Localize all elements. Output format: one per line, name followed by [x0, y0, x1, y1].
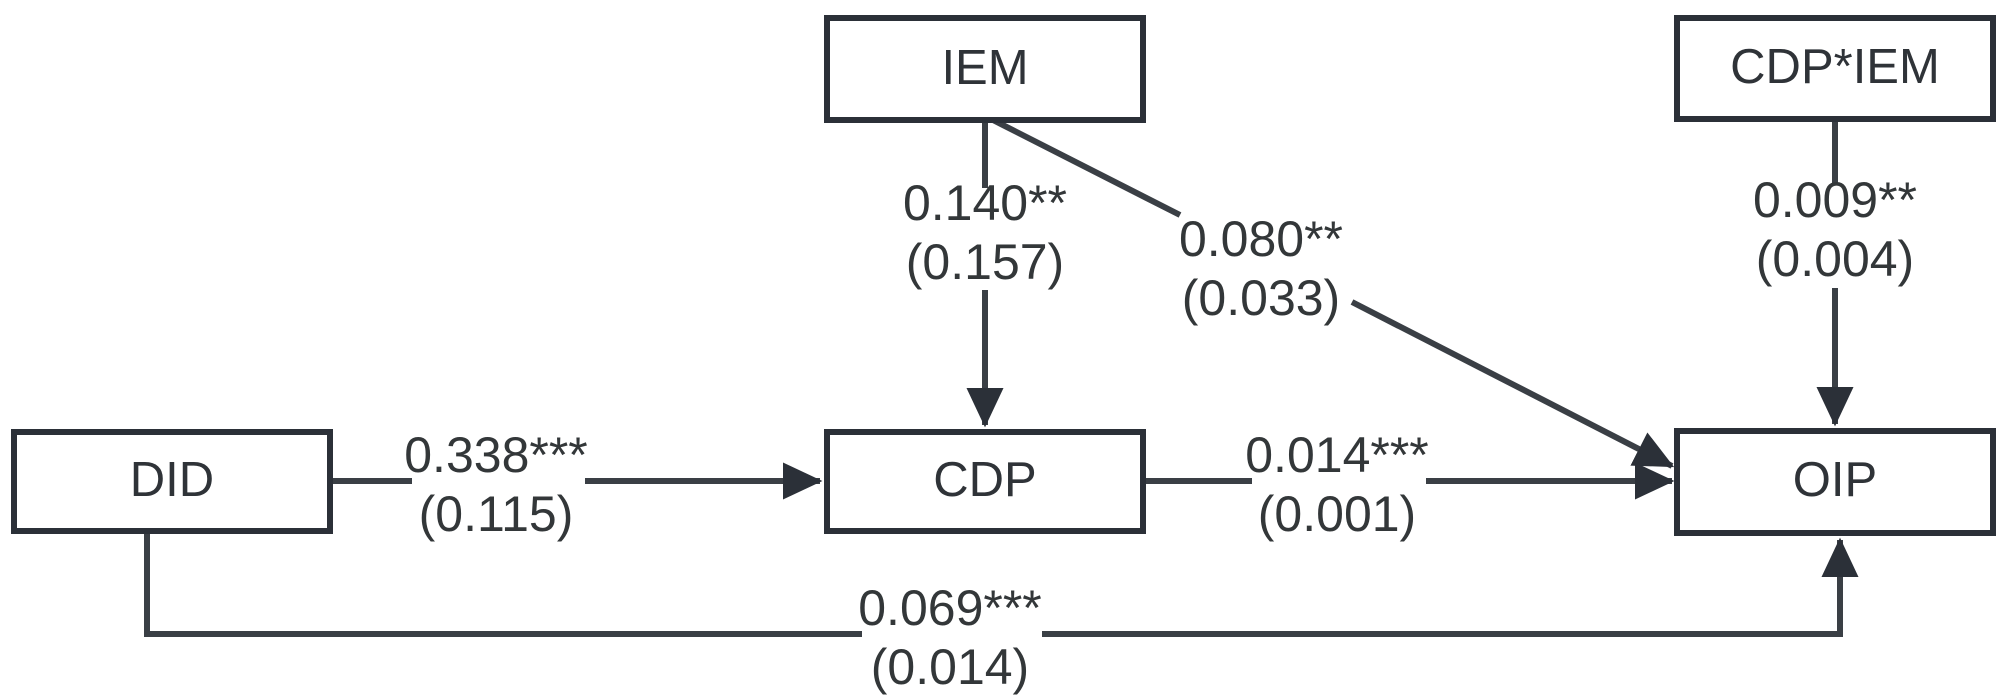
edge-label-did-to-oip: 0.069*** (0.014)	[858, 580, 1042, 695]
edge-label-iem-to-oip: 0.080** (0.033)	[1179, 211, 1343, 326]
node-iem[interactable]: IEM	[824, 15, 1146, 123]
edge-label-iem-to-cdp-coefficient: 0.140**	[903, 175, 1067, 231]
edge-did-to-oip	[144, 531, 1859, 637]
edge-label-cdp-to-oip-std-error: (0.001)	[1258, 486, 1416, 542]
edge-iem-to-oip	[991, 117, 1675, 469]
node-oip[interactable]: OIP	[1674, 428, 1996, 536]
edge-did-to-oip-segment-left	[144, 531, 862, 637]
node-cdp-label: CDP	[933, 453, 1036, 507]
node-cdpiem[interactable]: CDP*IEM	[1674, 15, 1996, 122]
edge-iem-to-oip-segment-top	[991, 117, 1182, 218]
edge-label-iem-to-oip-std-error: (0.033)	[1182, 270, 1340, 326]
node-cdp[interactable]: CDP	[824, 429, 1146, 534]
node-oip-label: OIP	[1793, 453, 1877, 507]
node-did-box[interactable]	[11, 429, 333, 534]
edge-did-to-oip-segment-right	[1042, 537, 1859, 637]
edge-label-cdp-to-oip-coefficient: 0.014***	[1245, 427, 1429, 483]
edge-label-cdpiem-to-oip-std-error: (0.004)	[1756, 231, 1914, 287]
edge-label-iem-to-cdp: 0.140** (0.157)	[903, 175, 1067, 290]
edge-label-did-to-oip-coefficient: 0.069***	[858, 580, 1042, 636]
edge-label-cdpiem-to-oip: 0.009** (0.004)	[1753, 172, 1917, 287]
edge-label-iem-to-oip-coefficient: 0.080**	[1179, 211, 1343, 267]
node-cdp-box[interactable]	[824, 429, 1146, 534]
node-did-label: DID	[130, 453, 214, 507]
edge-label-did-to-cdp-coefficient: 0.338***	[404, 427, 588, 483]
edge-label-did-to-cdp: 0.338*** (0.115)	[404, 427, 588, 542]
edge-label-did-to-oip-std-error: (0.014)	[871, 639, 1029, 695]
edge-iem-to-oip-segment-bottom	[1350, 299, 1675, 469]
node-did[interactable]: DID	[11, 429, 333, 534]
node-cdpiem-box[interactable]	[1674, 15, 1996, 122]
edge-label-cdpiem-to-oip-coefficient: 0.009**	[1753, 172, 1917, 228]
node-iem-box[interactable]	[824, 15, 1146, 123]
node-oip-box[interactable]	[1674, 428, 1996, 536]
edge-label-cdp-to-oip: 0.014*** (0.001)	[1245, 427, 1429, 542]
node-iem-label: IEM	[941, 41, 1028, 95]
node-cdpiem-label: CDP*IEM	[1730, 40, 1940, 94]
edge-label-did-to-cdp-std-error: (0.115)	[419, 486, 574, 542]
edge-label-iem-to-cdp-std-error: (0.157)	[906, 234, 1064, 290]
